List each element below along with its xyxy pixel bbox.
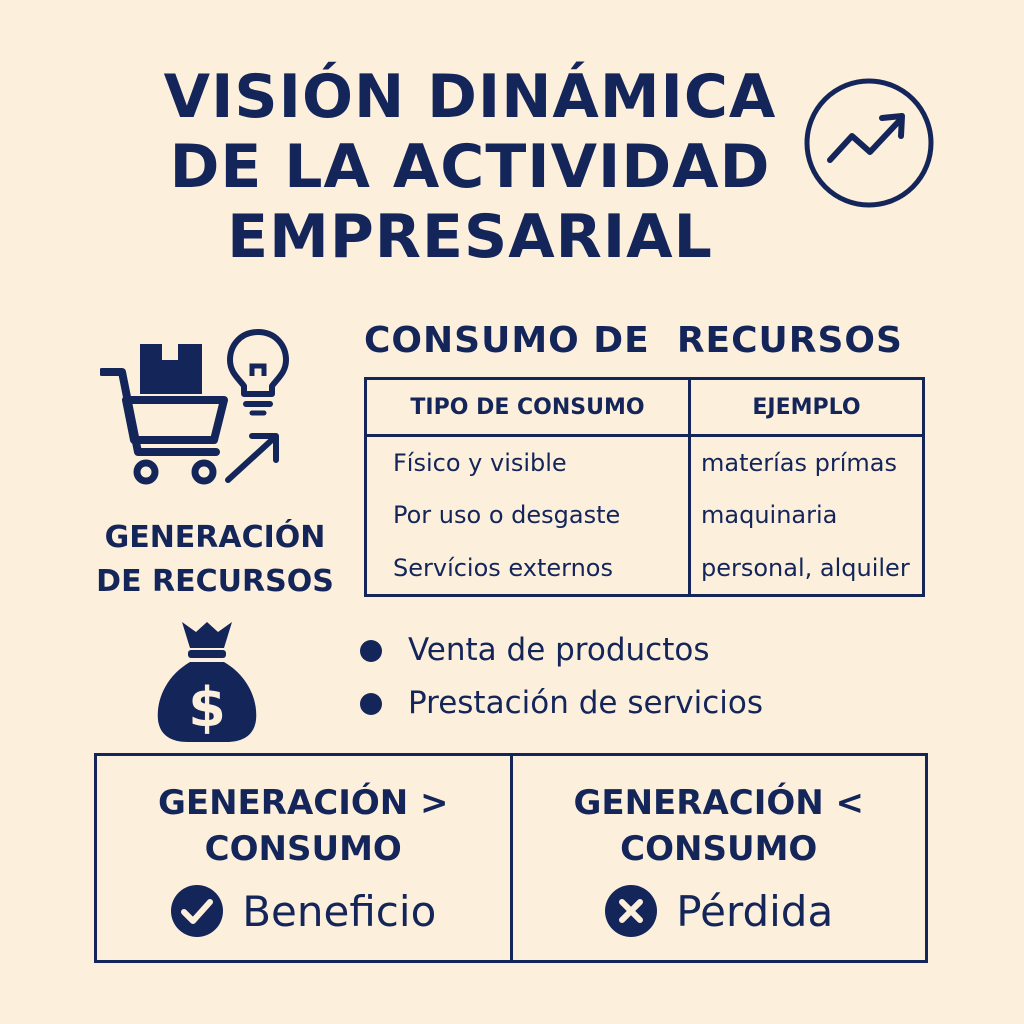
consumption-title: CONSUMO DE RECURSOS — [364, 320, 903, 361]
money-bag-icon: $ — [157, 622, 257, 742]
comparison-loss-result: Pérdida — [513, 884, 926, 938]
consumption-table: TIPO DE CONSUMO EJEMPLO Físico y visible… — [364, 377, 925, 597]
table-row: Físico y visible materías prímas — [366, 435, 924, 490]
lightbulb-icon — [227, 329, 289, 416]
table-cell-type: Físico y visible — [393, 449, 567, 478]
generation-title: GENERACIÓN DE RECURSOS — [70, 516, 360, 604]
list-item-label: Prestación de servicios — [408, 685, 764, 721]
comparison-profit-line-1: GENERACIÓN > — [157, 783, 449, 823]
comparison-profit-title: GENERACIÓN > CONSUMO — [97, 780, 510, 872]
generation-title-line-2: DE RECURSOS — [96, 564, 334, 599]
table-cell-example: personal, alquiler — [688, 541, 924, 596]
bullet-icon — [360, 692, 382, 715]
table-row: Por uso o desgaste maquinaria — [366, 489, 924, 542]
comparison-loss-title: GENERACIÓN < CONSUMO — [513, 780, 926, 872]
arrow-up-right-icon — [225, 433, 279, 483]
comparison-box: GENERACIÓN > CONSUMO Beneficio GENERACIÓ… — [94, 753, 928, 963]
list-item: Venta de productos — [356, 624, 763, 677]
comparison-loss-line-2: CONSUMO — [620, 829, 818, 869]
title-line-3: EMPRESARIAL — [227, 202, 713, 272]
title-line-2: DE LA ACTIVIDAD — [169, 132, 771, 202]
generation-title-line-1: GENERACIÓN — [104, 520, 326, 555]
comparison-profit-line-2: CONSUMO — [204, 829, 402, 869]
x-circle-icon — [605, 885, 658, 937]
comparison-loss: GENERACIÓN < CONSUMO Pérdida — [509, 756, 926, 960]
column-header-example: EJEMPLO — [688, 378, 924, 437]
table-header-row: TIPO DE CONSUMO EJEMPLO — [365, 378, 924, 437]
column-header-type: TIPO DE CONSUMO — [365, 378, 690, 437]
table-cell-example: materías prímas — [688, 435, 924, 490]
svg-text:$: $ — [188, 676, 226, 739]
generation-list: Venta de productos Prestación de servici… — [356, 624, 763, 730]
shopping-cart-icon — [100, 344, 228, 485]
profit-label: Beneficio — [242, 886, 437, 936]
table-cell-example: maquinaria — [688, 489, 924, 542]
list-item-label: Venta de productos — [408, 632, 710, 668]
trend-up-icon — [804, 78, 934, 208]
comparison-profit-result: Beneficio — [97, 884, 510, 938]
table-row: Servícios externos personal, alquiler — [366, 541, 924, 596]
loss-label: Pérdida — [676, 886, 834, 936]
page-title: VISIÓN DINÁMICA DE LA ACTIVIDAD EMPRESAR… — [110, 62, 830, 272]
comparison-profit: GENERACIÓN > CONSUMO Beneficio — [97, 756, 510, 960]
table-cell-type: Por uso o desgaste — [393, 501, 621, 530]
list-item: Prestación de servicios — [356, 677, 763, 730]
check-circle-icon — [171, 885, 224, 937]
title-line-1: VISIÓN DINÁMICA — [163, 62, 777, 132]
comparison-loss-line-1: GENERACIÓN < — [573, 783, 865, 823]
table-cell-type: Servícios externos — [393, 553, 613, 582]
bullet-icon — [360, 639, 382, 662]
